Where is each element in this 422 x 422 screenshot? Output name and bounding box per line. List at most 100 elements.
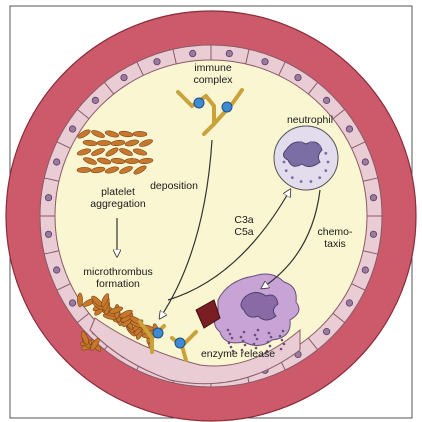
cell-nucleus	[68, 125, 77, 133]
cell-border	[351, 283, 366, 291]
platelet	[119, 166, 133, 174]
complement-icon	[193, 97, 205, 109]
platelet	[118, 130, 134, 138]
cell-border	[362, 177, 378, 182]
cell-nucleus	[323, 328, 331, 336]
granule	[299, 180, 303, 183]
enzyme-dot	[230, 336, 234, 340]
granule	[309, 141, 313, 144]
cell-border	[351, 141, 366, 149]
cell-border	[76, 312, 90, 324]
cell-nucleus	[345, 125, 354, 133]
complement-icon	[221, 101, 233, 113]
platelet	[76, 148, 92, 156]
granule	[284, 151, 288, 155]
enzyme-dot	[253, 333, 257, 337]
enzyme-dot	[256, 328, 260, 332]
label-c3a-c5a: C3a C5a	[234, 214, 254, 238]
enzyme-dot	[282, 342, 286, 346]
label-microthrombus-formation: microthrombus formation	[83, 266, 153, 290]
cell-border	[278, 61, 286, 76]
cell-border	[362, 250, 378, 255]
enzyme-dot	[228, 332, 232, 336]
label-deposition: deposition	[150, 180, 198, 192]
label-platelet-aggregation: platelet aggregation	[90, 186, 146, 210]
complement-icon	[174, 337, 186, 349]
label-enzyme-release: enzyme release	[200, 348, 276, 360]
cell-nucleus	[189, 49, 197, 58]
enzyme-dot	[254, 346, 258, 350]
cell-nucleus	[361, 158, 369, 166]
enzyme-dot	[229, 345, 233, 349]
enzyme-dot	[268, 344, 272, 348]
platelet	[90, 166, 106, 174]
damaged-endothelium	[89, 317, 301, 385]
cell-nucleus	[369, 230, 378, 238]
cell-border	[307, 81, 319, 95]
platelet	[96, 140, 112, 146]
enzyme-dot	[242, 330, 246, 334]
platelet	[100, 293, 110, 307]
activated-neutrophil-nucleus	[240, 292, 279, 321]
cell-nucleus	[323, 96, 331, 104]
platelet	[139, 139, 153, 147]
platelet	[119, 309, 133, 319]
cell-nucleus	[225, 49, 233, 58]
complement-icon	[152, 327, 164, 339]
cell-border	[103, 81, 115, 95]
c3a-c5a-arrow	[167, 190, 290, 301]
granule	[324, 169, 328, 173]
granule	[282, 160, 286, 164]
cell-nucleus	[44, 194, 53, 202]
platelet	[108, 306, 124, 314]
enzyme-dot	[240, 348, 244, 352]
enzyme-dot	[243, 343, 247, 347]
cell-border	[307, 337, 319, 351]
platelet	[124, 139, 140, 147]
enzyme-dot	[267, 331, 271, 335]
cell-nucleus	[44, 230, 53, 238]
cell-border	[76, 108, 90, 120]
platelet	[91, 130, 105, 138]
platelet	[91, 148, 105, 156]
cell-border	[245, 49, 250, 65]
cell-nucleus	[53, 158, 61, 166]
platelet	[105, 147, 119, 157]
platelet	[77, 129, 91, 139]
cell-nucleus	[345, 299, 354, 307]
enzyme-dot	[255, 337, 259, 341]
chemotaxis-arrow	[262, 189, 321, 288]
enzyme-dot	[278, 334, 282, 338]
cell-nucleus	[53, 266, 61, 274]
cell-nucleus	[369, 194, 378, 202]
granule	[299, 141, 303, 144]
platelet	[104, 130, 120, 138]
platelet	[83, 157, 97, 165]
enzyme-dot	[269, 335, 273, 339]
platelet	[104, 166, 120, 174]
enzyme-dot	[226, 328, 230, 332]
cell-nucleus	[68, 299, 77, 307]
granule	[309, 180, 313, 183]
cell-nucleus	[120, 73, 128, 82]
platelet-cluster	[76, 129, 154, 175]
granule	[290, 176, 294, 180]
cell-border	[44, 177, 60, 182]
platelet	[77, 292, 83, 308]
deposition-arrow	[160, 139, 213, 318]
platelet	[138, 157, 154, 165]
cell-border	[44, 250, 60, 255]
label-immune-complex: immune complex	[193, 62, 233, 86]
cell-nucleus	[361, 266, 369, 274]
cell-nucleus	[294, 73, 302, 82]
platelet	[119, 148, 133, 156]
enzyme-dot	[281, 329, 285, 333]
platelet	[76, 167, 92, 173]
platelet	[81, 331, 89, 345]
cell-border	[56, 141, 71, 149]
cell-border	[56, 283, 71, 291]
cell-border	[332, 108, 346, 120]
enzyme-dot	[252, 342, 256, 346]
